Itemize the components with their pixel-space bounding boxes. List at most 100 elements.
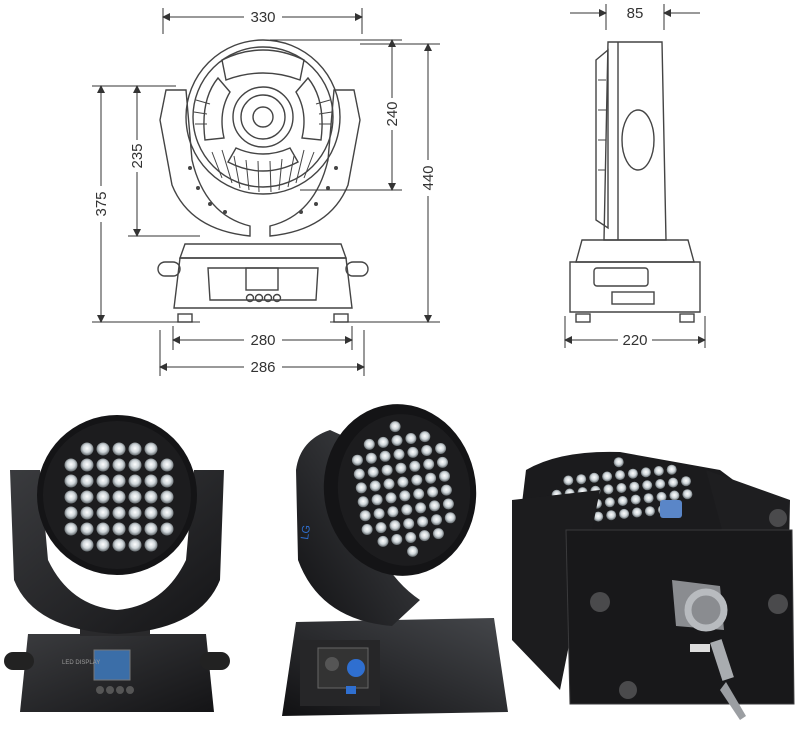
led-lens [643,493,654,504]
dimension-lines [92,4,706,376]
front-view-drawing [157,39,369,323]
led-lens [615,470,625,481]
led-lens [353,468,365,480]
led-lens [409,460,421,472]
led-lens [632,507,642,518]
led-lens [359,510,371,522]
led-lens [387,506,399,518]
led-lens [160,490,174,504]
led-lens [602,471,613,482]
led-lens [128,538,142,552]
led-lens [399,490,411,502]
led-lens [96,442,110,456]
dim-side-top-depth: 85 [627,5,644,22]
led-lens [415,502,427,514]
led-lens [640,467,651,478]
led-lens [629,481,640,492]
led-lens [613,457,624,468]
led-lens [96,474,110,488]
led-lens [616,483,627,493]
led-lens [383,478,395,490]
led-lens [397,476,409,488]
led-lens [128,490,142,504]
led-lens [656,491,667,502]
led-lens [391,534,403,545]
led-lens [407,545,419,557]
led-lens [666,464,677,475]
led-lens [112,474,126,488]
led-lens [144,538,158,552]
led-lens [375,522,387,534]
led-lens [128,474,142,488]
angled-photo: LG [282,404,508,716]
led-lens [144,442,158,456]
led-lens [563,475,574,486]
led-lens [112,442,126,456]
led-lens [405,433,417,444]
led-lens [160,522,174,536]
led-lens [369,480,381,492]
led-lens [627,468,638,479]
dim-overall-width: 286 [250,359,275,376]
led-lens [64,474,78,488]
led-lens [64,490,78,504]
led-lens [379,450,391,462]
led-lens [423,458,435,470]
led-lens [681,476,691,487]
led-lens [144,506,158,520]
led-lens [642,480,653,491]
led-lens [576,474,587,485]
led-lens [160,474,174,488]
bottom-photo [512,451,795,720]
led-lens [405,532,417,543]
front-photo-led-array [64,442,174,552]
led-lens [357,496,369,508]
led-lens [128,442,142,456]
led-lens [128,506,142,520]
led-lens [80,506,94,520]
led-lens [96,506,110,520]
led-lens [431,514,442,526]
led-lens [144,490,158,504]
led-lens [80,458,94,472]
dim-total-height: 440 [420,165,437,190]
led-lens [112,538,126,552]
led-lens [160,458,174,472]
led-lens [439,470,450,482]
led-lens [411,474,423,486]
led-lens [112,458,126,472]
led-lens [363,438,375,450]
led-lens [385,492,397,504]
led-lens [389,520,401,532]
led-lens [160,506,174,520]
led-lens [619,508,630,519]
led-lens [401,504,413,516]
led-lens [407,446,419,458]
led-lens [606,510,617,521]
led-lens [617,496,628,506]
led-lens [112,506,126,520]
led-lens [413,488,425,500]
led-lens [442,498,454,510]
front-photo: LED DISPLAY [4,415,230,712]
led-lens [391,435,403,446]
led-lens [144,522,158,536]
dim-head-height: 240 [384,101,401,126]
dimension-labels: 330 240 440 235 375 280 286 85 220 [93,5,648,376]
led-lens [371,494,383,506]
led-lens [377,436,389,448]
led-lens [381,464,393,476]
led-lens [128,522,142,536]
led-lens [682,489,693,500]
led-lens [112,522,126,536]
led-lens [64,522,78,536]
led-lens [80,474,94,488]
led-lens [144,458,158,472]
led-lens [589,472,600,483]
led-lens [96,458,110,472]
led-lens [437,456,448,468]
led-lens [377,535,389,547]
front-photo-display-label: LED DISPLAY [62,660,100,666]
led-lens [421,445,433,456]
